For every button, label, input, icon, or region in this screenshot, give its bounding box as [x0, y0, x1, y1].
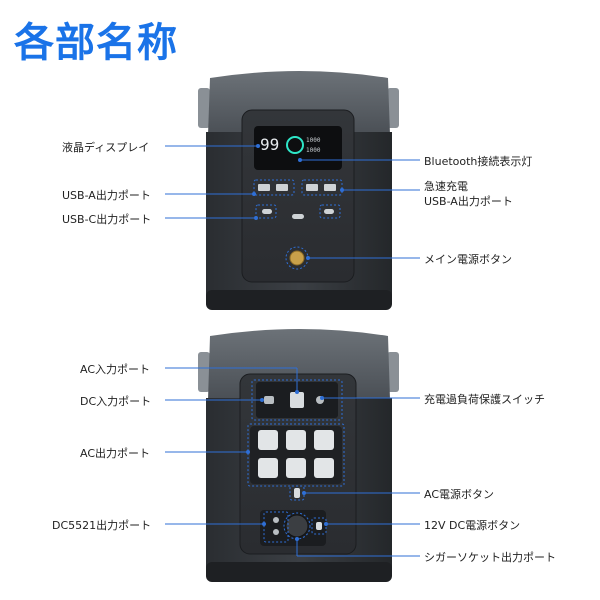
lcd-digits: 99 [260, 135, 279, 154]
label-fast-usba-1: 急速充電 [424, 178, 468, 194]
label-ac-power: AC電源ボタン [424, 486, 494, 502]
label-dc5521: DC5521出力ポート [52, 517, 151, 533]
label-dc-in: DC入力ポート [80, 393, 151, 409]
label-lcd: 液晶ディスプレイ [62, 139, 149, 155]
lcd-line-2: 1000 [306, 147, 321, 154]
label-main-power: メイン電源ボタン [424, 251, 512, 267]
label-ac-in: AC入力ポート [80, 361, 150, 377]
label-overload: 充電過負荷保護スイッチ [424, 391, 545, 407]
label-fast-usba-2: USB-A出力ポート [424, 193, 513, 209]
label-bluetooth: Bluetooth接続表示灯 [424, 153, 532, 169]
label-cigar: シガーソケット出力ポート [424, 549, 556, 565]
label-usbc: USB-C出力ポート [62, 211, 151, 227]
label-ac-out: AC出力ポート [80, 445, 150, 461]
back-unit [198, 329, 399, 582]
label-12v-dc-power: 12V DC電源ボタン [424, 517, 520, 533]
lcd-line-1: 1000 [306, 137, 321, 144]
label-usba: USB-A出力ポート [62, 187, 151, 203]
